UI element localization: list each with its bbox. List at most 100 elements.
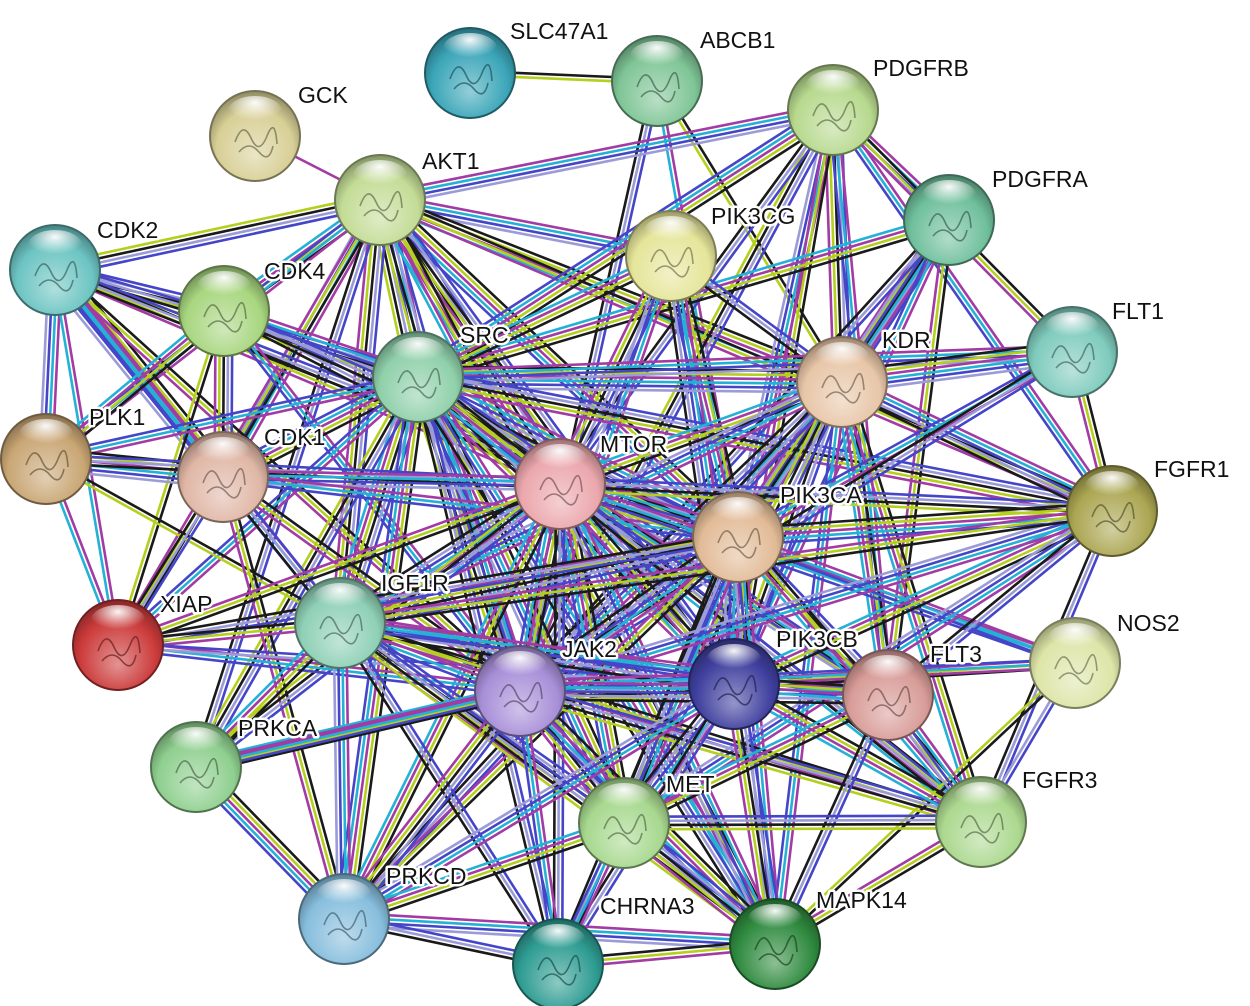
node-abcb1[interactable] — [611, 35, 703, 127]
node-plk1[interactable] — [0, 413, 92, 505]
edge-line — [44, 375, 420, 461]
edge-line — [52, 192, 381, 266]
edge-line — [736, 350, 1074, 539]
node-highlight — [814, 341, 870, 374]
edge-line — [115, 478, 560, 643]
node-prkca[interactable] — [150, 721, 242, 813]
protein-structure-icon — [323, 909, 367, 941]
edge-line — [418, 375, 524, 692]
edge-line — [193, 683, 520, 763]
edge-pik3cb-prkcd — [339, 677, 739, 926]
edge-line — [413, 249, 670, 373]
node-pdgfra[interactable] — [903, 174, 995, 266]
edge-line — [415, 252, 672, 377]
node-mtor[interactable] — [514, 438, 606, 530]
edge-line — [342, 616, 781, 941]
edge-line — [416, 348, 1074, 377]
node-cdk2[interactable] — [9, 224, 101, 316]
edge-pdgfrb-fgfr1 — [828, 106, 1117, 515]
node-fgfr3[interactable] — [935, 776, 1027, 868]
edge-line — [45, 379, 421, 465]
edge-line — [557, 486, 1075, 669]
edge-line — [417, 220, 951, 381]
node-xiap[interactable] — [72, 599, 164, 691]
edge-line — [736, 505, 1113, 535]
edge-line — [221, 475, 522, 693]
edge-line — [561, 479, 985, 821]
edge-line — [116, 531, 739, 643]
node-pdgfrb[interactable] — [787, 64, 879, 156]
edge-line — [560, 478, 1078, 661]
edge-line — [43, 459, 341, 627]
edge-line — [116, 198, 382, 647]
edge-line — [622, 814, 983, 819]
protein-structure-icon — [175, 757, 219, 789]
edge-met-fgfr3 — [622, 814, 983, 831]
edge-line — [193, 685, 521, 765]
node-slc47a1[interactable] — [424, 27, 516, 119]
edge-line — [769, 380, 840, 945]
node-label-mapk14: MAPK14 — [816, 887, 907, 913]
edge-line — [221, 473, 562, 484]
edge-line — [377, 102, 834, 196]
node-src[interactable] — [372, 331, 464, 423]
node-gck[interactable] — [209, 90, 301, 182]
edge-mtor-nos2 — [557, 478, 1078, 669]
node-fgfr1[interactable] — [1066, 465, 1158, 557]
node-nos2[interactable] — [1029, 617, 1121, 709]
node-met[interactable] — [578, 777, 670, 869]
node-highlight — [18, 418, 74, 451]
edge-line — [623, 695, 891, 827]
node-akt1[interactable] — [334, 154, 426, 246]
edge-line — [558, 476, 1114, 507]
edge-plk1-igf1r — [43, 455, 343, 627]
node-jak2[interactable] — [474, 645, 566, 737]
edge-line — [837, 388, 1110, 520]
node-flt3[interactable] — [842, 649, 934, 741]
edge-line — [742, 535, 783, 945]
edge-line — [773, 380, 844, 946]
edge-line — [341, 680, 735, 919]
edge-line — [336, 684, 515, 916]
edge-line — [339, 617, 890, 693]
node-label-pik3cb: PIK3CB — [776, 626, 858, 652]
node-prkcd[interactable] — [298, 873, 390, 965]
edge-line — [416, 386, 844, 394]
node-highlight — [953, 781, 1009, 814]
protein-structure-icon — [1051, 342, 1095, 374]
node-label-jak2: JAK2 — [562, 636, 617, 662]
node-igf1r[interactable] — [294, 577, 386, 669]
edge-line — [221, 475, 740, 539]
node-cdk1[interactable] — [177, 431, 269, 523]
node-label-pik3cg: PIK3CG — [711, 203, 795, 229]
node-label-akt1: AKT1 — [422, 148, 480, 174]
edge-line — [221, 469, 562, 480]
node-kdr[interactable] — [796, 336, 888, 428]
node-chrna3[interactable] — [512, 918, 604, 1006]
edge-line — [416, 352, 1074, 381]
edge-line — [380, 194, 1115, 509]
protein-structure-icon — [34, 260, 78, 292]
node-pik3cb[interactable] — [688, 638, 780, 730]
edge-kdr-fgfr1 — [837, 373, 1117, 520]
protein-structure-icon — [1054, 653, 1098, 685]
node-cdk4[interactable] — [178, 265, 270, 357]
edge-line — [196, 695, 523, 775]
edge-line — [334, 626, 773, 951]
edge-line — [514, 690, 556, 966]
edge-line — [883, 506, 1111, 694]
node-mapk14[interactable] — [729, 898, 821, 990]
node-highlight — [805, 69, 861, 102]
node-highlight — [196, 270, 252, 303]
node-highlight — [442, 32, 498, 65]
node-pik3ca[interactable] — [692, 491, 784, 583]
node-flt1[interactable] — [1026, 306, 1118, 398]
edge-line — [378, 198, 1114, 513]
edge-line — [194, 687, 521, 767]
node-highlight — [492, 650, 548, 683]
node-label-abcb1: ABCB1 — [700, 27, 775, 53]
node-highlight — [710, 496, 766, 529]
node-pik3cg[interactable] — [625, 210, 717, 302]
edge-line — [418, 367, 1115, 505]
